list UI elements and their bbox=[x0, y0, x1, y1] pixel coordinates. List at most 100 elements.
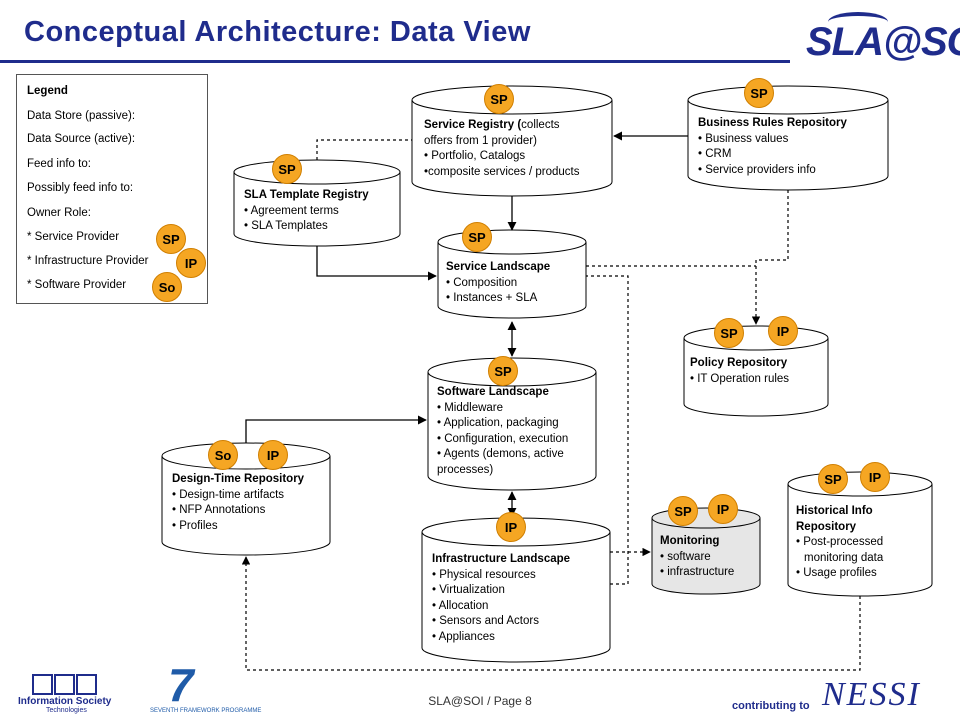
sla-template-to-landscape-arrow bbox=[316, 246, 437, 281]
software-landscape-text: Software Landscape • Middleware • Applic… bbox=[437, 385, 568, 478]
fp7-logo-text: SEVENTH FRAMEWORK PROGRAMME bbox=[150, 708, 262, 714]
nessi-logo: NESSI bbox=[822, 676, 921, 713]
legend-sp-badge: SP bbox=[156, 224, 186, 254]
fp7-seven-icon: 7 bbox=[168, 659, 194, 711]
infrastructure-ip-badge: IP bbox=[496, 512, 526, 542]
legend-owner-role: Owner Role: bbox=[27, 207, 91, 219]
fp7-logo: 7 SEVENTH FRAMEWORK PROGRAMME bbox=[150, 659, 261, 718]
policy-text: Policy Repository • IT Operation rules bbox=[690, 356, 789, 387]
software-landscape-item: • Middleware bbox=[437, 401, 504, 414]
service-registry-text: Service Registry (collects offers from 1… bbox=[424, 118, 580, 180]
legend-infrastructure-provider: * Infrastructure Provider bbox=[27, 255, 149, 267]
title-divider bbox=[0, 60, 790, 63]
ist-square-icon bbox=[32, 674, 53, 695]
infrastructure-text: Infrastructure Landscape • Physical reso… bbox=[432, 552, 570, 645]
service-landscape-text: Service Landscape • Composition • Instan… bbox=[446, 260, 550, 307]
infrastructure-item: • Sensors and Actors bbox=[432, 615, 539, 627]
infrastructure-title: Infrastructure Landscape bbox=[432, 553, 571, 565]
policy-title: Policy Repository bbox=[690, 357, 788, 369]
monitoring-ip-badge: IP bbox=[708, 494, 738, 524]
sla-template-text: SLA Template Registry • Agreement terms … bbox=[244, 188, 369, 235]
policy-item: • IT Operation rules bbox=[690, 372, 790, 385]
software-landscape-item: • Application, packaging bbox=[437, 417, 559, 429]
infrastructure-item: • Virtualization bbox=[432, 584, 505, 596]
historical-title2: Repository bbox=[796, 520, 857, 533]
sla-template-title: SLA Template Registry bbox=[244, 189, 369, 201]
legend-heading: Legend bbox=[27, 85, 68, 97]
software-landscape-sp-badge: SP bbox=[488, 356, 518, 386]
business-to-policy-dashed bbox=[751, 190, 789, 325]
service-registry-line4: •composite services / products bbox=[424, 165, 580, 178]
software-landscape-item: processes) bbox=[437, 463, 494, 476]
design-time-ip-badge: IP bbox=[258, 440, 288, 470]
business-rules-title: Business Rules Repository bbox=[698, 117, 847, 129]
sla-template-item: • Agreement terms bbox=[244, 204, 339, 217]
monitoring-sp-badge: SP bbox=[668, 496, 698, 526]
software-landscape-store bbox=[427, 357, 597, 491]
ist-logo-subtext: Technologies bbox=[46, 707, 87, 714]
infrastructure-to-software-dashed bbox=[586, 275, 629, 585]
software-landscape-item: • Configuration, execution bbox=[437, 432, 569, 445]
policy-ip-badge: IP bbox=[768, 316, 798, 346]
design-time-item: • NFP Annotations bbox=[172, 504, 266, 516]
service-registry-sp-badge: SP bbox=[484, 84, 514, 114]
infrastructure-landscape-store bbox=[421, 517, 611, 663]
design-time-store bbox=[161, 442, 331, 556]
ist-logo-text: Information Society bbox=[18, 696, 112, 707]
service-landscape-store bbox=[437, 229, 587, 319]
service-registry-title-rest: collects bbox=[521, 119, 560, 131]
service-landscape-title: Service Landscape bbox=[446, 261, 551, 273]
service-landscape-item: • Instances + SLA bbox=[446, 292, 538, 304]
legend-ip-badge: IP bbox=[176, 248, 206, 278]
software-landscape-title: Software Landscape bbox=[437, 386, 549, 398]
service-registry-line2: offers from 1 provider) bbox=[424, 134, 537, 147]
legend-software-provider: * Software Provider bbox=[27, 279, 127, 291]
historical-title: Historical Info bbox=[796, 505, 873, 517]
legend-feed: Feed info to: bbox=[27, 158, 91, 170]
contributing-label: contributing to bbox=[732, 700, 810, 712]
infrastructure-item: • Allocation bbox=[432, 599, 489, 612]
ist-square-icon bbox=[76, 674, 97, 695]
business-rules-text: Business Rules Repository • Business val… bbox=[698, 116, 847, 178]
ist-square-icon bbox=[54, 674, 75, 695]
historical-item: • Usage profiles bbox=[796, 567, 877, 579]
sla-template-sp-badge: SP bbox=[272, 154, 302, 184]
monitoring-item: • software bbox=[660, 550, 711, 563]
historical-to-design-time-dashed bbox=[241, 556, 861, 671]
legend-so-badge: So bbox=[152, 272, 182, 302]
legend-possibly-feed: Possibly feed info to: bbox=[27, 182, 134, 194]
design-time-text: Design-Time Repository • Design-time art… bbox=[172, 472, 304, 534]
service-landscape-item: • Composition bbox=[446, 276, 518, 289]
business-rules-item: • Service providers info bbox=[698, 163, 816, 176]
design-time-title: Design-Time Repository bbox=[172, 473, 305, 485]
design-time-item: • Design-time artifacts bbox=[172, 488, 285, 501]
monitoring-title: Monitoring bbox=[660, 535, 720, 547]
historical-item: • Post-processed bbox=[796, 536, 884, 548]
sla-template-item: • SLA Templates bbox=[244, 220, 328, 232]
logo-swoosh bbox=[828, 12, 888, 32]
design-time-item: • Profiles bbox=[172, 519, 218, 532]
service-registry-title: Service Registry ( bbox=[424, 119, 522, 131]
infrastructure-item: • Appliances bbox=[432, 630, 495, 643]
page-number: SLA@SOI / Page 8 bbox=[428, 694, 532, 708]
page-title: Conceptual Architecture: Data View bbox=[24, 16, 531, 48]
legend-service-provider: * Service Provider bbox=[27, 231, 120, 243]
legend-data-source: Data Source (active): bbox=[27, 133, 136, 145]
monitoring-text: Monitoring • software • infrastructure bbox=[660, 534, 734, 581]
business-rules-store bbox=[687, 85, 889, 191]
policy-sp-badge: SP bbox=[714, 318, 744, 348]
software-landscape-item: • Agents (demons, active bbox=[437, 448, 564, 460]
historical-sp-badge: SP bbox=[818, 464, 848, 494]
design-time-to-software-arrow bbox=[245, 415, 427, 443]
business-rules-item: • Business values bbox=[698, 132, 789, 145]
business-rules-item: • CRM bbox=[698, 148, 732, 160]
logo-text: SLA@SOI bbox=[806, 20, 960, 64]
business-rules-sp-badge: SP bbox=[744, 78, 774, 108]
historical-text: Historical Info Repository • Post-proces… bbox=[796, 504, 883, 582]
monitoring-item: • infrastructure bbox=[660, 566, 735, 578]
service-registry-line3: • Portfolio, Catalogs bbox=[424, 150, 526, 162]
historical-item: monitoring data bbox=[804, 551, 884, 564]
sla-soi-logo: SLA@SOI bbox=[798, 6, 960, 70]
design-time-so-badge: So bbox=[208, 440, 238, 470]
infrastructure-item: • Physical resources bbox=[432, 568, 536, 581]
